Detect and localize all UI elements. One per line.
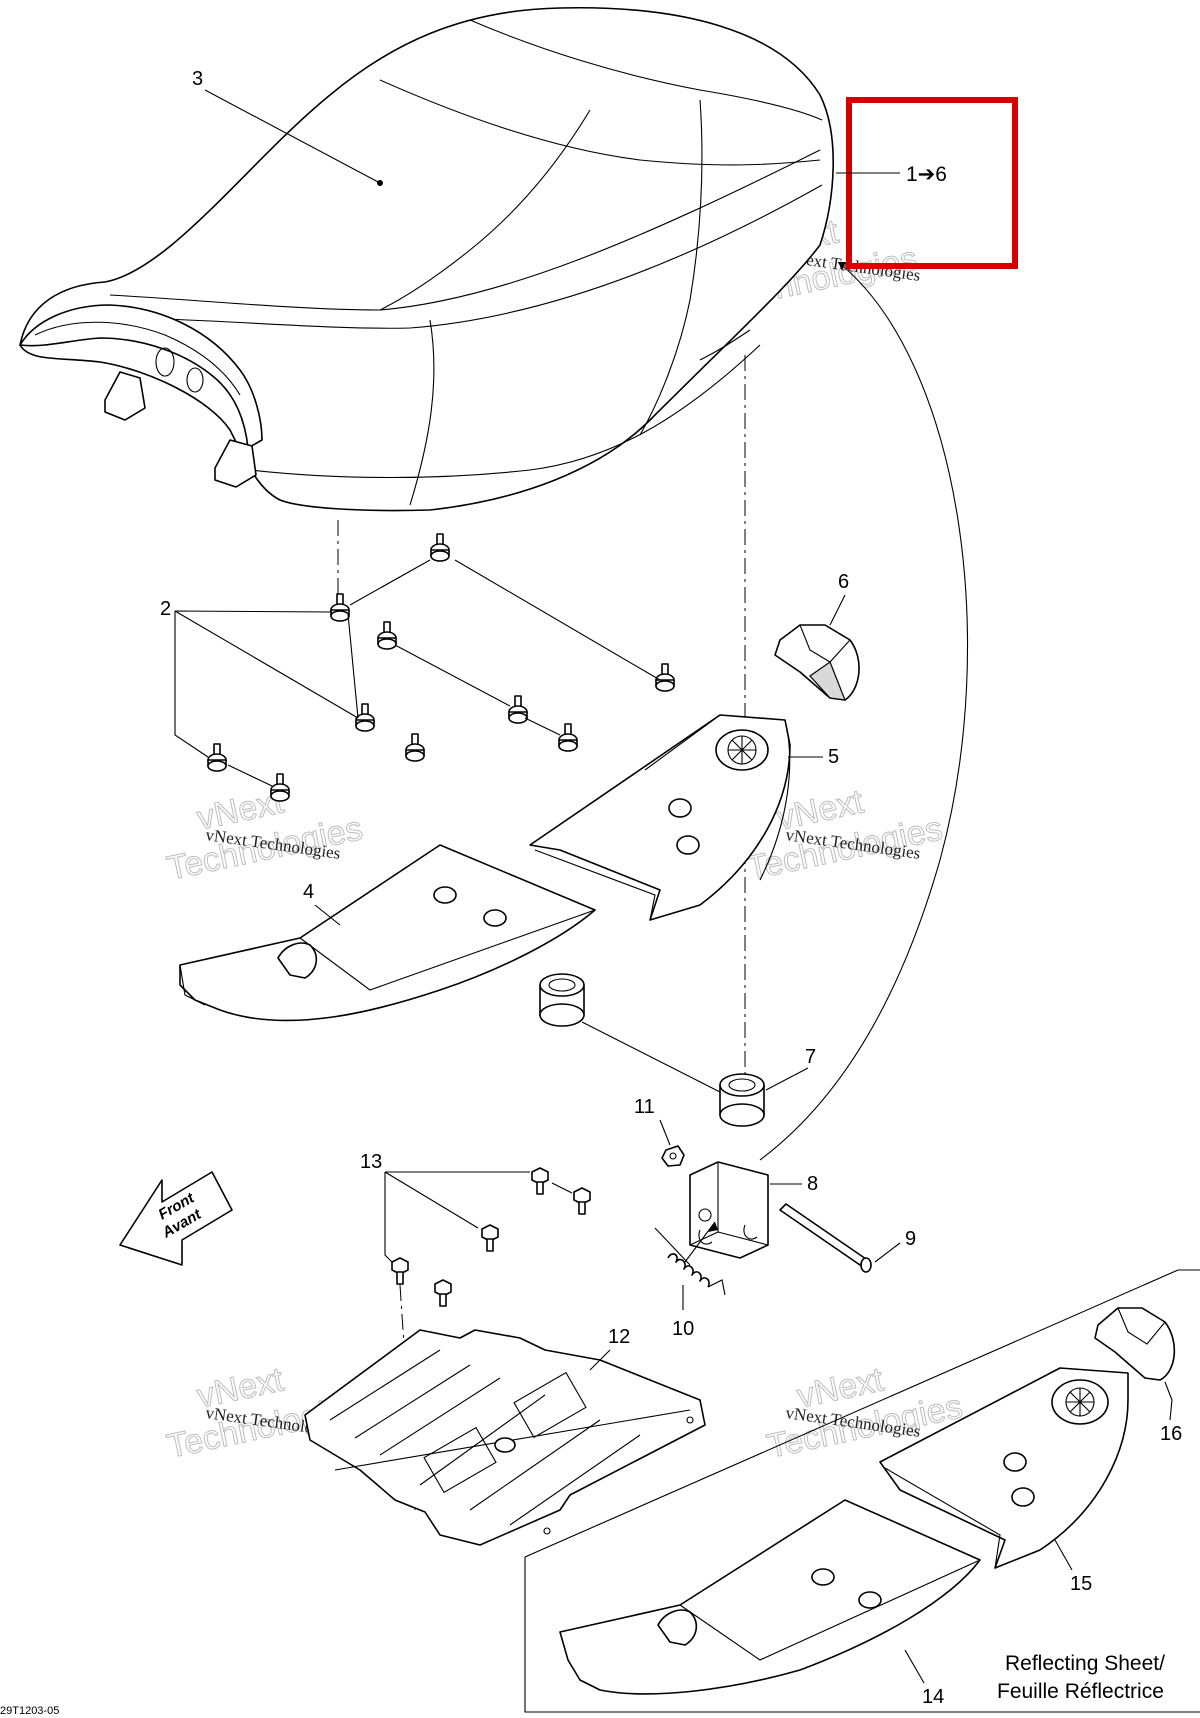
leader-3	[204, 89, 381, 184]
drawing-code: 29T1203-05	[0, 1705, 59, 1717]
arrow-head	[838, 262, 846, 270]
callout-label: 1➔6	[906, 163, 947, 186]
part-7-latch	[539, 973, 765, 1127]
grommet	[558, 723, 578, 752]
reflecting-sheet-title-fr: Feuille Réflectrice	[997, 1680, 1164, 1703]
part-4-sheet	[179, 844, 596, 1022]
part-14-sheet	[559, 1499, 981, 1695]
label-16: 16	[1160, 1423, 1182, 1445]
leader-15	[1054, 1539, 1073, 1571]
screw	[391, 1257, 409, 1285]
grommet	[405, 733, 425, 762]
reflecting-sheet-title-en: Reflecting Sheet/	[1005, 1652, 1165, 1675]
grommet	[655, 663, 675, 692]
leader-2	[174, 610, 359, 758]
leader-14	[904, 1649, 925, 1684]
part-15-sheet	[879, 1367, 1129, 1569]
leader-9	[874, 1242, 901, 1263]
leader-12	[589, 1349, 611, 1371]
part-7-link	[581, 1021, 721, 1093]
grommet	[207, 743, 227, 772]
seat-assembly	[19, 6, 834, 512]
leader-4	[314, 904, 341, 926]
grommet	[377, 621, 397, 650]
label-9: 9	[905, 1228, 916, 1250]
label-5: 5	[828, 746, 839, 768]
seat-to-bracket-leader	[759, 261, 969, 1161]
label-8: 8	[807, 1173, 818, 1195]
front-arrow: Front Avant	[119, 1171, 233, 1266]
leader-6	[829, 594, 846, 626]
label-4: 4	[303, 881, 314, 903]
label-13: 13	[360, 1151, 382, 1173]
grommets-group	[207, 533, 675, 802]
part-12-plate	[304, 1329, 706, 1546]
label-12: 12	[608, 1326, 630, 1348]
label-3: 3	[192, 68, 203, 90]
leader-11	[659, 1119, 671, 1146]
reflecting-sheet-box	[524, 1269, 1200, 1713]
label-15: 15	[1070, 1573, 1092, 1595]
part-6-cap	[774, 624, 860, 701]
part-16-cap	[1094, 1307, 1176, 1381]
part-8-bracket	[689, 1161, 769, 1259]
callout-highlight-box	[846, 97, 1018, 269]
screw	[434, 1279, 452, 1307]
label-14: 14	[922, 1686, 944, 1708]
leader-16	[1164, 1381, 1173, 1421]
spring-arrow	[684, 1221, 716, 1263]
part-10-spring	[654, 1227, 726, 1296]
label-11: 11	[634, 1096, 655, 1118]
arrow-head	[708, 1222, 718, 1232]
part-5-sheet	[529, 714, 791, 921]
screw	[531, 1167, 549, 1195]
grommet-links	[227, 559, 661, 787]
screw	[573, 1187, 591, 1215]
label-6: 6	[838, 571, 849, 593]
leader-13	[384, 1171, 573, 1263]
grommet	[330, 593, 350, 622]
watermark-mid-left: vNext Technologies vNext Technologies	[163, 782, 366, 888]
label-2: 2	[160, 598, 171, 620]
screw	[481, 1224, 499, 1252]
grommet	[270, 773, 290, 802]
part-11-nut	[661, 1145, 685, 1167]
grommet	[355, 703, 375, 732]
label-7: 7	[805, 1046, 816, 1068]
label-10: 10	[672, 1318, 694, 1340]
grommet	[508, 695, 528, 724]
part-9-bolt	[779, 1203, 872, 1273]
part-13-screws	[391, 1167, 591, 1307]
grommet	[430, 533, 450, 562]
leader-7	[765, 1067, 809, 1091]
